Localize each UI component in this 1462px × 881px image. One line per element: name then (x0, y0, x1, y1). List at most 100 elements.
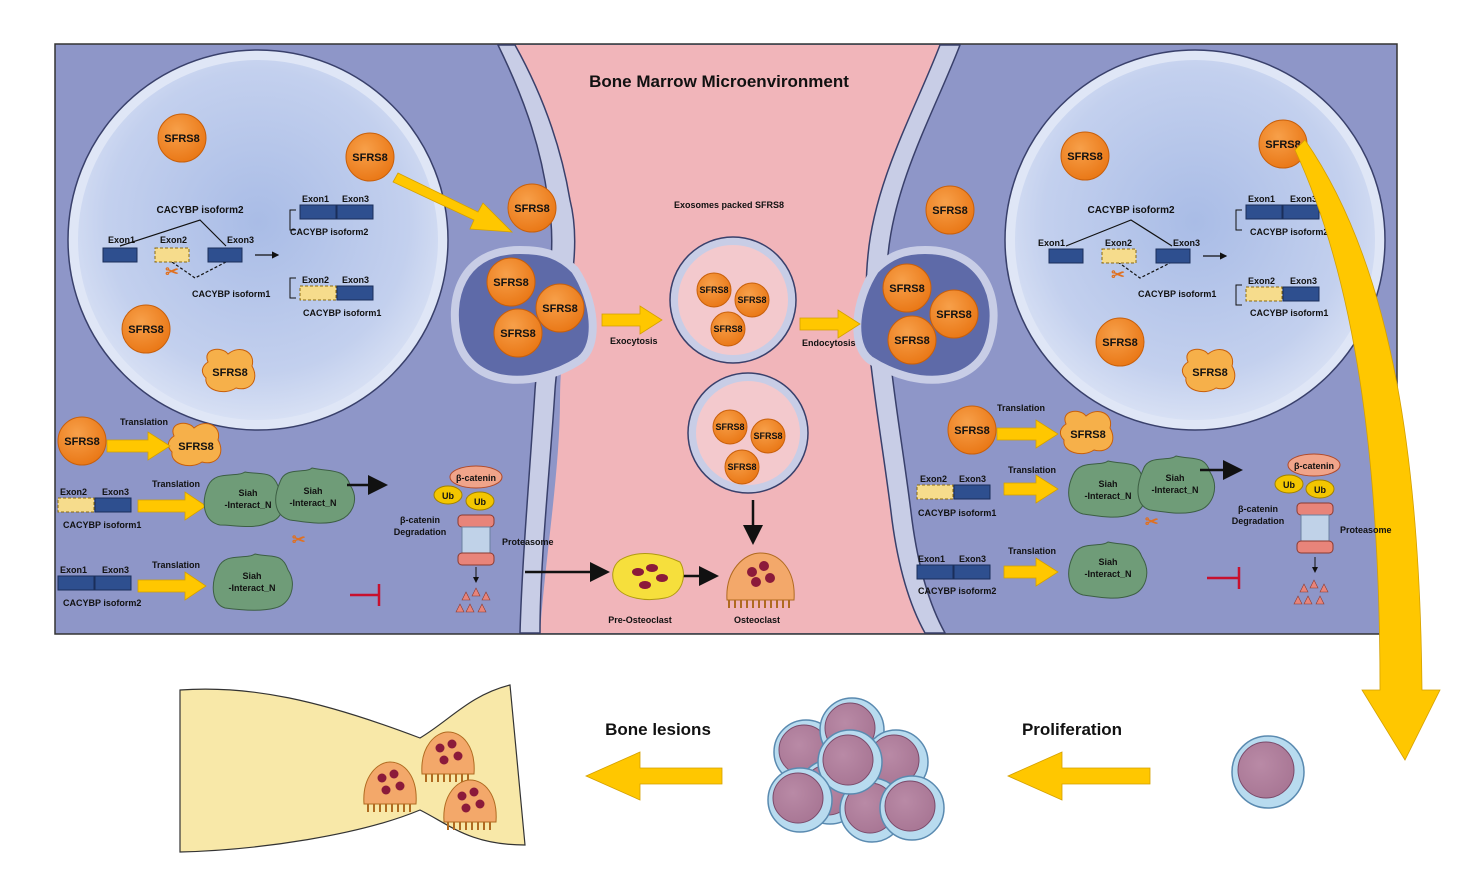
left-iso1-exon3: Exon3 (342, 275, 369, 285)
sfrs8-protein: SFRS8 (345, 132, 395, 182)
left-siah-3a: Siah (242, 571, 261, 581)
sfrs8-label: SFRS8 (894, 335, 929, 347)
right-iso1-caption: CACYBP isoform1 (1250, 308, 1328, 318)
left-isoform2-label: CACYBP isoform2 (156, 205, 243, 216)
sfrs8-protein: SFRS8 (696, 272, 732, 308)
scissors-icon: ✂ (1145, 514, 1159, 531)
sfrs8-label: SFRS8 (932, 205, 967, 217)
right-iso2-exon3: Exon3 (1290, 194, 1317, 204)
left-iso2-exon1b: Exon1 (60, 565, 87, 575)
left-gene-model: CACYBP isoform2 Exon1 Exon2 Exon3 ✂ CACY… (102, 194, 381, 318)
sfrs8-label: SFRS8 (889, 283, 924, 295)
sfrs8-label: SFRS8 (715, 422, 744, 432)
bone-osteoclast (443, 779, 497, 830)
right-iso1-exon2b: Exon2 (920, 474, 947, 484)
left-ub-2: Ub (474, 497, 486, 507)
bone-osteoclasts (363, 731, 497, 830)
right-siah-1a: Siah (1098, 479, 1117, 489)
sfrs8-protein: SFRS8 (710, 311, 746, 347)
right-translation-1: Translation (997, 403, 1045, 413)
sfrs8-protein: SFRS8 (1258, 119, 1308, 169)
left-ub-1: Ub (442, 491, 454, 501)
left-iso2-caption: CACYBP isoform2 (290, 227, 368, 237)
right-siah-3b: -Interact_N (1084, 569, 1131, 579)
sfrs8-label: SFRS8 (212, 367, 247, 379)
sfrs8-label: SFRS8 (1102, 337, 1137, 349)
scissors-icon: ✂ (292, 532, 306, 549)
pre-osteoclast: Pre-Osteoclast (608, 553, 684, 625)
sfrs8-label: SFRS8 (1192, 367, 1227, 379)
sfrs8-protein: SFRS8 (157, 113, 207, 163)
right-iso2-exon1: Exon1 (1248, 194, 1275, 204)
exosome-bottom (687, 372, 809, 494)
right-exon3-label: Exon3 (1173, 238, 1200, 248)
endocytosis-label: Endocytosis (802, 338, 856, 348)
sfrs8-protein: SFRS8 (57, 416, 107, 466)
right-siah-2a: Siah (1165, 473, 1184, 483)
right-iso1-exon2: Exon2 (1248, 276, 1275, 286)
myeloma-cell (817, 729, 883, 795)
sfrs8-label: SFRS8 (737, 295, 766, 305)
scissors-icon: ✂ (1111, 267, 1125, 284)
left-deg-label-1: β-catenin (400, 515, 440, 525)
left-iso1-exon3b: Exon3 (102, 487, 129, 497)
myeloma-cell (879, 775, 945, 841)
left-translation-3: Translation (152, 560, 200, 570)
sfrs8-protein: SFRS8 (121, 304, 171, 354)
yellow-arrows (106, 139, 1441, 801)
left-degradation: β-catenin Ub Ub β-catenin Degradation Pr… (394, 465, 554, 613)
right-iso2-exon3b: Exon3 (959, 554, 986, 564)
left-siah-3b: -Interact_N (228, 583, 275, 593)
sfrs8-label: SFRS8 (493, 277, 528, 289)
right-deg-label-2: Degradation (1232, 516, 1285, 526)
sfrs8-folded-protein: SFRS8 (167, 422, 222, 467)
sfrs8-protein: SFRS8 (887, 315, 937, 365)
left-cytoplasm: Translation Translation Translation Exon… (57, 417, 388, 611)
right-iso1-exon3: Exon3 (1290, 276, 1317, 286)
myeloma-cell-cluster (767, 697, 945, 843)
left-iso2-exon3b: Exon3 (102, 565, 129, 575)
sfrs8-protein: SFRS8 (712, 409, 748, 445)
left-iso1-caption: CACYBP isoform1 (303, 308, 381, 318)
sfrs8-label: SFRS8 (164, 133, 199, 145)
sfrs8-protein: SFRS8 (1095, 317, 1145, 367)
sfrs8-protein: SFRS8 (925, 185, 975, 235)
right-iso1-caption-b: CACYBP isoform1 (918, 508, 996, 518)
sfrs8-label: SFRS8 (936, 309, 971, 321)
right-exon2-label: Exon2 (1105, 238, 1132, 248)
sfrs8-label: SFRS8 (352, 152, 387, 164)
right-iso2-caption: CACYBP isoform2 (1250, 227, 1328, 237)
sfrs8-folded-protein: SFRS8 (1181, 348, 1236, 393)
sfrs8-label: SFRS8 (542, 303, 577, 315)
left-siah-1a: Siah (238, 488, 257, 498)
sfrs8-label: SFRS8 (500, 328, 535, 340)
sfrs8-layer: SFRS8SFRS8SFRS8SFRS8SFRS8SFRS8SFRS8SFRS8… (57, 113, 1308, 485)
right-ub-1: Ub (1283, 480, 1295, 490)
right-iso1-exon3b: Exon3 (959, 474, 986, 484)
right-siah-2b: -Interact_N (1151, 485, 1198, 495)
sfrs8-protein: SFRS8 (750, 418, 786, 454)
left-iso2-exon3: Exon3 (342, 194, 369, 204)
bone-osteoclast (363, 761, 417, 812)
osteoclast: Osteoclast (726, 552, 795, 625)
right-siah-3a: Siah (1098, 557, 1117, 567)
sfrs8-label: SFRS8 (514, 203, 549, 215)
sfrs8-label: SFRS8 (954, 425, 989, 437)
single-myeloma-cell (1231, 735, 1305, 809)
right-exon1-label: Exon1 (1038, 238, 1065, 248)
scissors-icon: ✂ (165, 264, 179, 281)
sfrs8-label: SFRS8 (128, 324, 163, 336)
sfrs8-label: SFRS8 (727, 462, 756, 472)
sfrs8-protein: SFRS8 (734, 282, 770, 318)
right-gene-model: CACYBP isoform2 Exon1 Exon2 Exon3 ✂ CACY… (1038, 194, 1328, 318)
proliferation-label: Proliferation (1022, 720, 1122, 739)
bone-osteoclast (421, 731, 475, 782)
myeloma-cell (767, 767, 833, 833)
left-exon3-label: Exon3 (227, 235, 254, 245)
right-isoform2-label: CACYBP isoform2 (1087, 205, 1174, 216)
right-deg-label-1: β-catenin (1238, 504, 1278, 514)
right-iso2-caption-b: CACYBP isoform2 (918, 586, 996, 596)
exosomes-label: Exosomes packed SFRS8 (674, 200, 784, 210)
